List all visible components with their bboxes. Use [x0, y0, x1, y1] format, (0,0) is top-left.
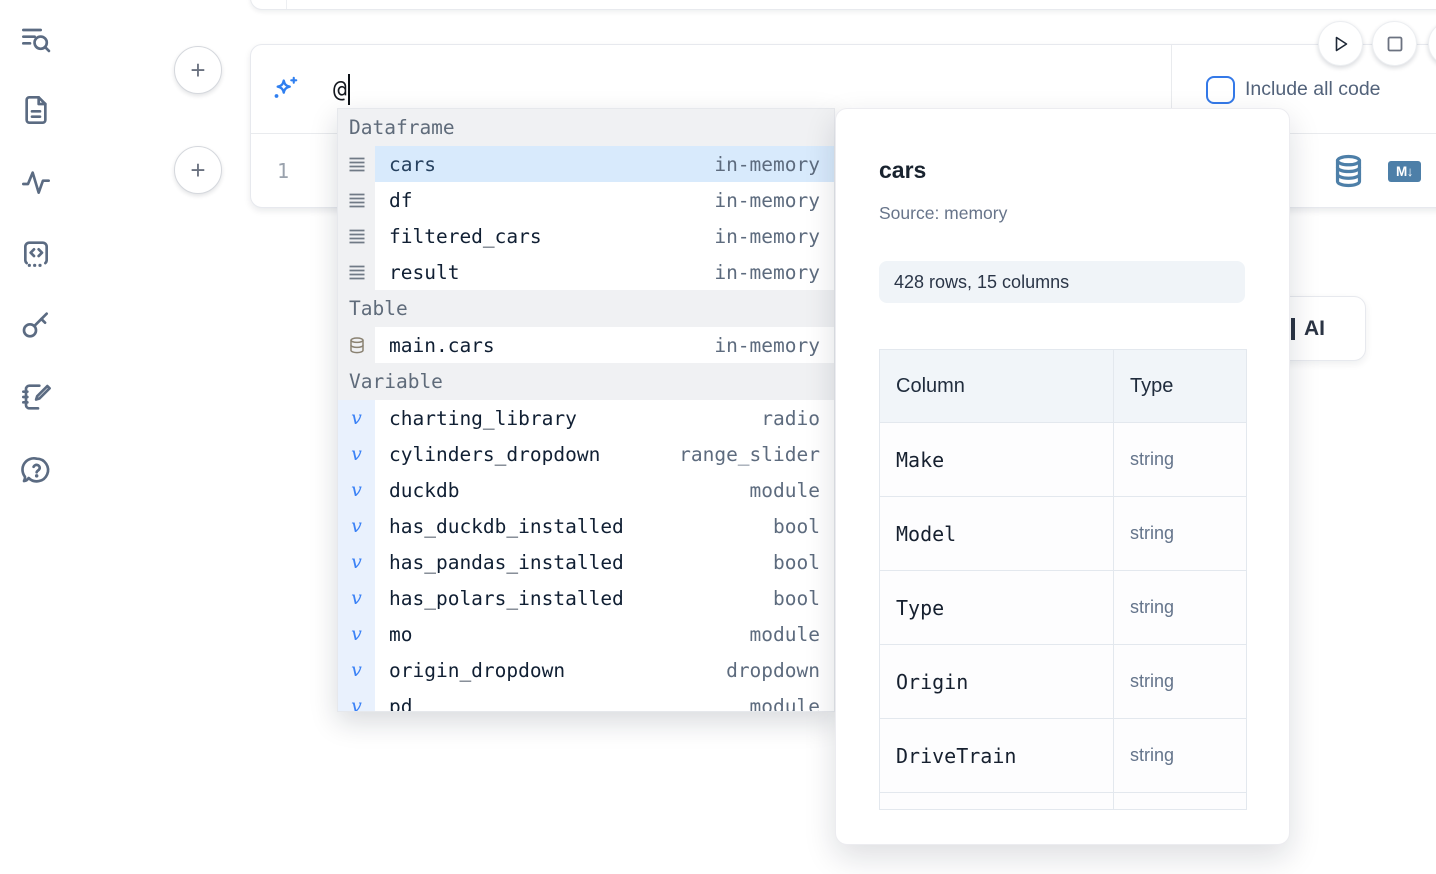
- autocomplete-item-origin-dropdown[interactable]: v origin_dropdown dropdown: [338, 652, 834, 688]
- dataframe-rows-icon: [338, 182, 375, 218]
- type-header: Type: [1130, 374, 1174, 397]
- sidebar: [0, 0, 72, 874]
- dataframe-rows-icon: [338, 218, 375, 254]
- code-editor[interactable]: 1 M↓: [251, 134, 1436, 207]
- schema-row-model: Model string: [880, 497, 1246, 571]
- ai-prompt-input[interactable]: @: [333, 45, 350, 134]
- scratchpad-icon[interactable]: [20, 381, 52, 413]
- file-icon[interactable]: [20, 94, 52, 126]
- ai-prompt-value: @: [333, 76, 347, 103]
- variable-icon: v: [338, 436, 375, 472]
- section-header-dataframe: Dataframe: [338, 109, 834, 146]
- previous-cell-edge: [250, 0, 1436, 10]
- preview-source: Source: memory: [879, 203, 1008, 223]
- variable-icon: v: [338, 652, 375, 688]
- autocomplete-item-charting-library[interactable]: v charting_library radio: [338, 400, 834, 436]
- run-cell-button[interactable]: [1318, 21, 1363, 66]
- variable-icon: v: [338, 616, 375, 652]
- add-cell-below-button[interactable]: +: [174, 146, 222, 194]
- autocomplete-item-df[interactable]: df in-memory: [338, 182, 834, 218]
- autocomplete-item-filtered-cars[interactable]: filtered_cars in-memory: [338, 218, 834, 254]
- autocomplete-item-mo[interactable]: v mo module: [338, 616, 834, 652]
- section-header-variable: Variable: [338, 363, 834, 400]
- autocomplete-item-has-duckdb-installed[interactable]: v has_duckdb_installed bool: [338, 508, 834, 544]
- stop-button[interactable]: [1372, 21, 1417, 66]
- dataframe-rows-icon: [338, 254, 375, 290]
- clipped-letter-fragment: [1291, 317, 1295, 340]
- ai-button-label: AI: [1304, 316, 1325, 340]
- stop-icon: [1387, 36, 1402, 51]
- schema-row-partial: [880, 793, 1246, 809]
- variable-icon: v: [338, 544, 375, 580]
- schema-row-type: Type string: [880, 571, 1246, 645]
- cell-language-buttons: M↓: [1333, 134, 1421, 208]
- autocomplete-item-has-pandas-installed[interactable]: v has_pandas_installed bool: [338, 544, 834, 580]
- schema-table: Column Type Make string Model string Typ…: [879, 349, 1247, 810]
- autocomplete-item-has-polars-installed[interactable]: v has_polars_installed bool: [338, 580, 834, 616]
- include-all-code-label: Include all code: [1245, 78, 1381, 100]
- preview-shape-badge: 428 rows, 15 columns: [879, 261, 1245, 303]
- activity-icon[interactable]: [20, 166, 52, 198]
- variable-icon: v: [338, 580, 375, 616]
- autocomplete-item-cars[interactable]: cars in-memory: [338, 146, 834, 182]
- play-icon: [1335, 36, 1347, 51]
- sql-cell-icon[interactable]: [1333, 154, 1364, 188]
- add-cell-above-button[interactable]: +: [174, 46, 222, 94]
- text-cursor: [347, 74, 350, 105]
- key-icon[interactable]: [20, 309, 52, 341]
- autocomplete-item-pd-partial[interactable]: v pd module: [338, 688, 834, 711]
- plus-icon: +: [190, 55, 206, 85]
- plus-icon: +: [190, 155, 206, 185]
- autocomplete-item-main-cars[interactable]: main.cars in-memory: [338, 327, 834, 363]
- ai-row-divider: [1171, 45, 1172, 134]
- variable-icon: v: [338, 472, 375, 508]
- column-header: Column: [896, 374, 965, 397]
- schema-row-make: Make string: [880, 423, 1246, 497]
- previous-cell-gutter-divider: [286, 0, 287, 9]
- autocomplete-item-duckdb[interactable]: v duckdb module: [338, 472, 834, 508]
- variable-icon: v: [338, 400, 375, 436]
- autocomplete-item-result[interactable]: result in-memory: [338, 254, 834, 290]
- schema-header-row: Column Type: [880, 350, 1246, 423]
- include-all-code-checkbox[interactable]: [1206, 76, 1235, 104]
- dataframe-rows-icon: [338, 146, 375, 182]
- toc-search-icon[interactable]: [20, 24, 52, 56]
- section-header-table: Table: [338, 290, 834, 327]
- variable-icon: v: [338, 508, 375, 544]
- schema-row-origin: Origin string: [880, 645, 1246, 719]
- variable-icon: v: [338, 688, 375, 711]
- sparkles-icon: [270, 75, 300, 105]
- autocomplete-dropdown: Dataframe cars in-memory df in-memory fi…: [337, 108, 835, 712]
- table-database-icon: [338, 327, 375, 363]
- markdown-cell-icon[interactable]: M↓: [1388, 160, 1421, 182]
- snippets-icon[interactable]: [20, 238, 52, 270]
- preview-title: cars: [879, 157, 927, 183]
- dataframe-preview-panel: cars Source: memory 428 rows, 15 columns…: [835, 108, 1290, 845]
- line-number: 1: [276, 159, 289, 183]
- help-icon[interactable]: [20, 454, 52, 486]
- schema-row-drivetrain: DriveTrain string: [880, 719, 1246, 793]
- autocomplete-item-cylinders-dropdown[interactable]: v cylinders_dropdown range_slider: [338, 436, 834, 472]
